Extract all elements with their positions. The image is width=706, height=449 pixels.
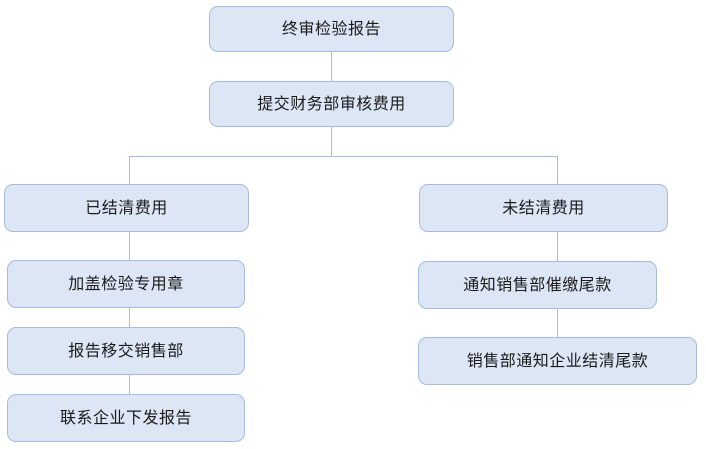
node-label: 联系企业下发报告 [59,408,192,427]
connector-branch-to-n3 [129,156,130,185]
connector-n4-to-n5 [129,308,130,328]
node-label: 销售部通知企业结清尾款 [466,351,649,370]
node-sales-dept-notify-enterprise-settle-balance[interactable]: 销售部通知企业结清尾款 [418,337,697,385]
node-affix-inspection-seal[interactable]: 加盖检验专用章 [7,260,245,308]
node-submit-finance-review-fee[interactable]: 提交财务部审核费用 [209,81,454,127]
connector-n2-to-branch [331,126,332,157]
connector-n5-to-n6 [129,375,130,395]
node-label: 通知销售部催缴尾款 [463,275,612,294]
node-label: 未结清费用 [502,198,585,217]
node-label: 已结清费用 [85,198,168,217]
node-label: 终审检验报告 [281,19,381,38]
node-notify-sales-dept-collect-balance[interactable]: 通知销售部催缴尾款 [418,261,657,309]
connector-branch-to-n7 [557,156,558,185]
connector-n8-to-n9 [557,308,558,337]
connector-branch-bus [129,156,558,157]
node-fee-unsettled[interactable]: 未结清费用 [419,184,668,232]
connector-n7-to-n8 [557,232,558,261]
node-label: 提交财务部审核费用 [257,94,406,113]
node-label: 加盖检验专用章 [68,274,184,293]
node-final-inspection-report[interactable]: 终审检验报告 [209,6,454,52]
connector-n3-to-n4 [129,232,130,261]
connector-n1-to-n2 [331,52,332,82]
node-fee-settled[interactable]: 已结清费用 [4,184,249,232]
node-report-transfer-sales-dept[interactable]: 报告移交销售部 [7,327,245,375]
node-contact-enterprise-issue-report[interactable]: 联系企业下发报告 [7,394,245,442]
node-label: 报告移交销售部 [68,341,184,360]
